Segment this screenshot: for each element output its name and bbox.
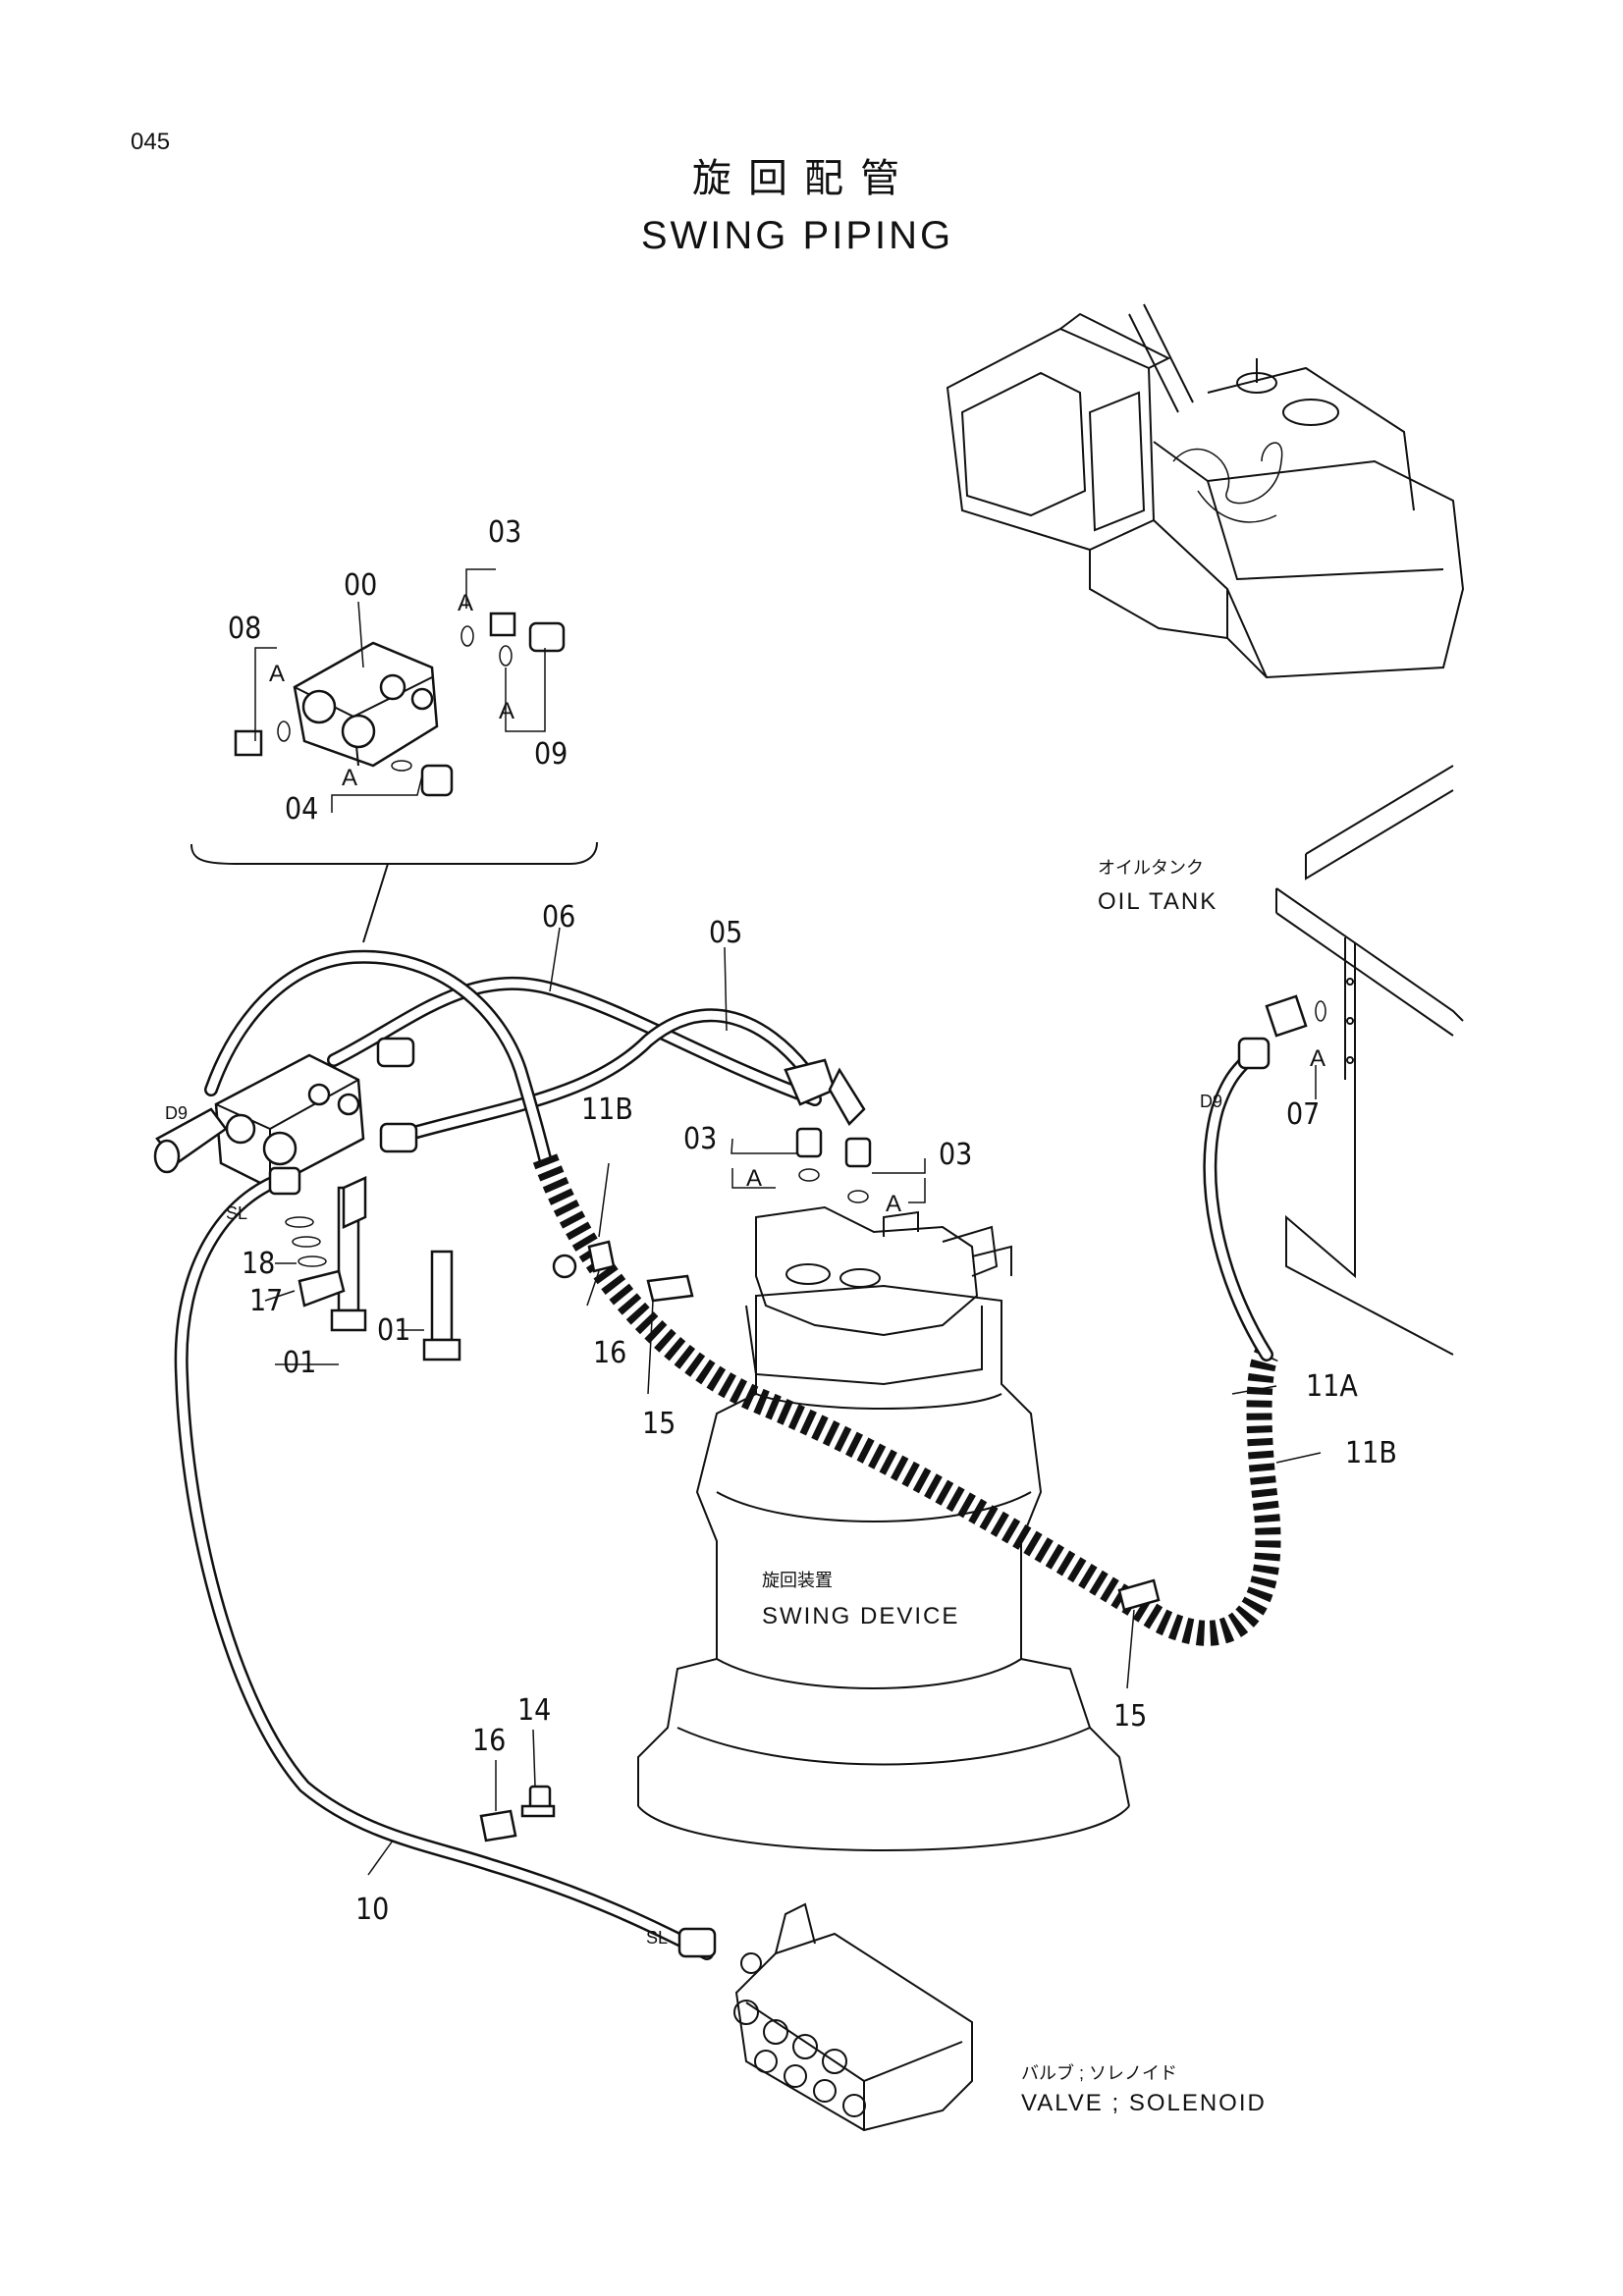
- part-labels: 00 03 08 09 04 06 05 11B 03 03 07 11A 11…: [228, 515, 1397, 1927]
- oil-tank-illustration: [1275, 765, 1464, 1356]
- piping-assembly: [153, 601, 1326, 1960]
- part-label-09: 09: [534, 737, 568, 772]
- part-label-15-left: 15: [642, 1407, 676, 1441]
- swing-device-jp-label: 旋回装置: [762, 1571, 833, 1590]
- part-label-00: 00: [344, 568, 377, 603]
- part-label-06: 06: [542, 900, 575, 934]
- part-label-04: 04: [285, 792, 318, 827]
- oil-tank-en-label: OIL TANK: [1098, 888, 1217, 915]
- port-label-d9-left: D9: [165, 1103, 188, 1123]
- port-label-a-4: A: [342, 765, 359, 791]
- part-label-15-right: 15: [1113, 1699, 1147, 1734]
- port-label-a-2: A: [269, 661, 287, 687]
- part-label-03-right: 03: [939, 1138, 972, 1172]
- part-label-14: 14: [517, 1693, 551, 1728]
- valve-en-label: VALVE ; SOLENOID: [1021, 2090, 1267, 2116]
- part-label-17: 17: [249, 1284, 283, 1318]
- port-label-d9-right: D9: [1200, 1092, 1222, 1111]
- excavator-illustration: [946, 303, 1465, 679]
- port-label-sl-upper: SL: [226, 1203, 247, 1223]
- page-number: 045: [131, 129, 170, 155]
- title-en: SWING PIPING: [641, 214, 953, 257]
- part-label-16-upper: 16: [593, 1336, 626, 1370]
- port-label-a-5: A: [746, 1165, 764, 1192]
- part-label-01-upper: 01: [377, 1313, 410, 1348]
- valve-jp-label: バルブ ; ソレノイド: [1021, 2062, 1177, 2083]
- swing-device-en-label: SWING DEVICE: [762, 1603, 959, 1629]
- title-jp: 旋 回 配 管: [692, 157, 902, 200]
- part-label-03-top: 03: [488, 515, 521, 550]
- part-label-10: 10: [355, 1893, 389, 1927]
- port-label-a-1: A: [458, 590, 475, 616]
- port-labels: A A A A A A A D9 D9 SL SL: [165, 590, 1327, 1948]
- part-label-01-lower: 01: [283, 1346, 316, 1380]
- port-label-sl-lower: SL: [646, 1928, 668, 1948]
- solenoid-valve-illustration: [733, 1902, 973, 2132]
- part-label-16-lower: 16: [472, 1724, 506, 1758]
- part-label-11b-right: 11B: [1345, 1436, 1397, 1470]
- part-label-03-left: 03: [683, 1122, 717, 1156]
- part-label-08: 08: [228, 612, 261, 646]
- part-label-07: 07: [1286, 1097, 1320, 1132]
- part-label-05: 05: [709, 916, 742, 950]
- port-label-a-3: A: [499, 698, 516, 724]
- part-label-18: 18: [242, 1247, 275, 1281]
- part-label-11b-left: 11B: [581, 1093, 633, 1127]
- swing-device-illustration: [637, 1205, 1130, 1851]
- part-label-11a: 11A: [1306, 1369, 1358, 1404]
- oil-tank-jp-label: オイルタンク: [1098, 858, 1204, 878]
- detail-inset: [190, 568, 598, 865]
- port-label-a-6: A: [886, 1191, 903, 1217]
- port-label-a-7: A: [1310, 1045, 1327, 1072]
